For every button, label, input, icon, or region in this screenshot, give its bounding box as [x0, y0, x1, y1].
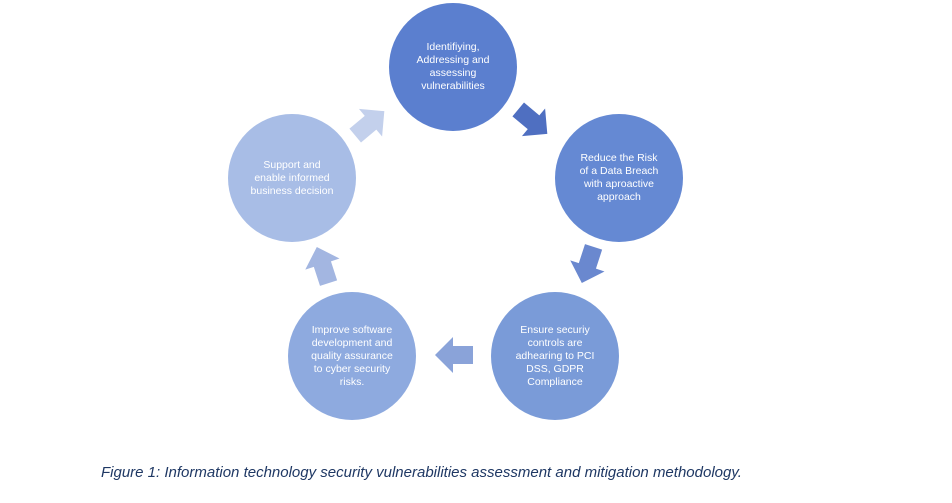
cycle-node-improve: [288, 292, 416, 420]
cycle-node-identify: [389, 3, 517, 131]
cycle-arrow-reduce-to-ensure: [570, 244, 605, 284]
cycle-node-support: [228, 114, 356, 242]
cycle-node-ensure: [491, 292, 619, 420]
cycle-arrow-support-to-identify: [349, 108, 385, 143]
cycle-arrow-identify-to-reduce: [512, 102, 548, 137]
cycle-node-reduce: [555, 114, 683, 242]
cycle-arrow-improve-to-support: [305, 246, 340, 286]
cycle-arrow-ensure-to-improve: [435, 337, 473, 373]
figure-caption: Figure 1: Information technology securit…: [101, 464, 742, 481]
